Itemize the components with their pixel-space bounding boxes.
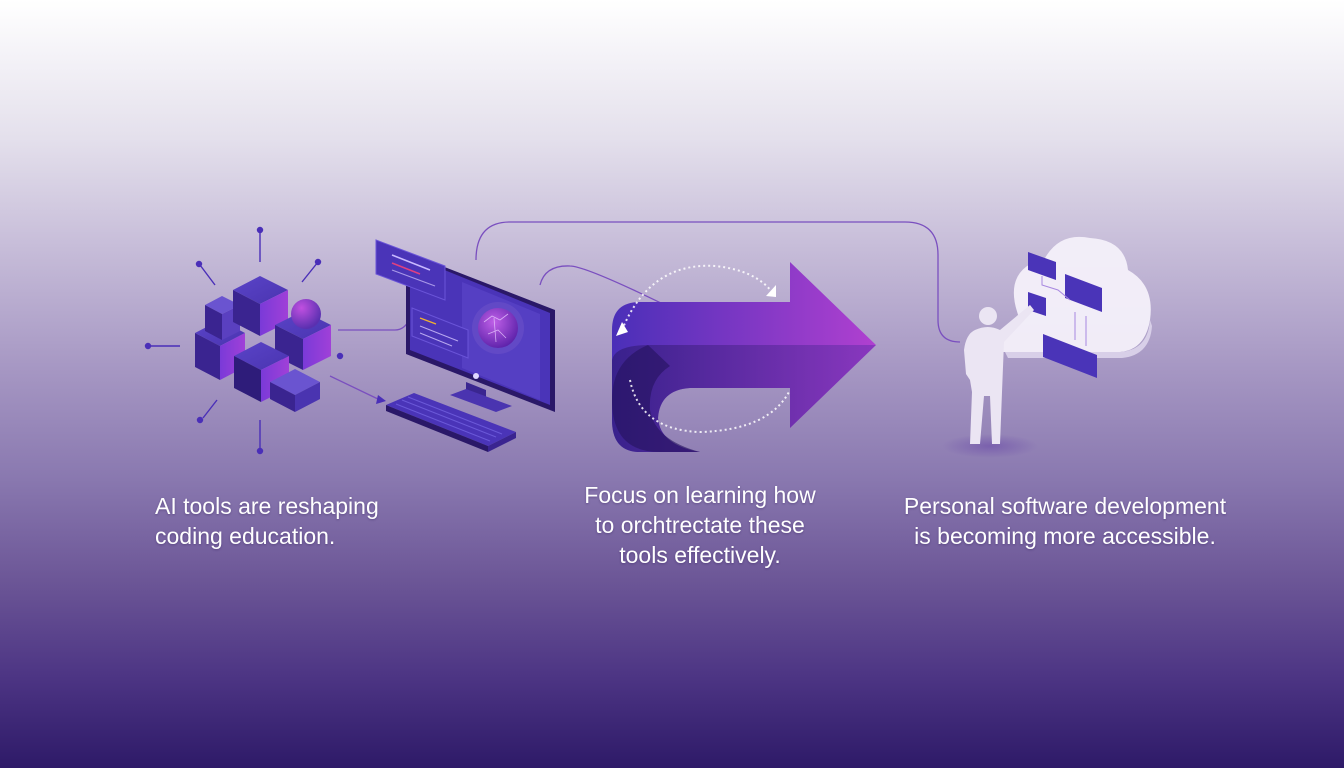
connector-lines (329, 221, 961, 401)
person-cloud-icon (942, 236, 1152, 458)
isometric-cubes-icon (144, 226, 344, 455)
step-caption-ai-tools: AI tools are reshaping coding education. (155, 493, 379, 549)
computer-illustration (375, 239, 555, 452)
step-caption-personal-dev: Personal software development is becomin… (903, 493, 1227, 549)
step-caption-orchestrate: Focus on learning how to orchtrectate th… (584, 482, 816, 568)
curved-arrow-icon (612, 262, 876, 452)
